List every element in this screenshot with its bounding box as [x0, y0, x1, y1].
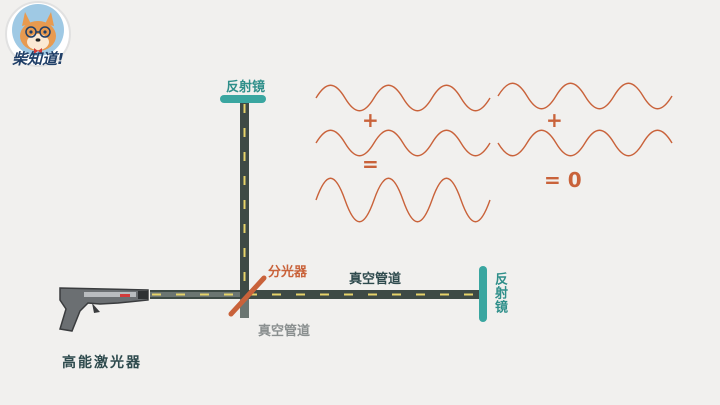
mirror-right	[479, 266, 487, 322]
wave-left-1	[315, 84, 491, 112]
mirror-top	[220, 95, 266, 103]
wave-left-sum	[315, 177, 491, 223]
label-mirror-top: 反射镜	[226, 80, 266, 95]
result-zero-right: = 0	[544, 168, 582, 192]
vacuum-pipe-horizontal	[150, 290, 480, 299]
plus-sign-left: +	[362, 108, 379, 132]
plus-sign-right: +	[546, 108, 563, 132]
wave-left-2	[315, 129, 491, 157]
logo-text: 柴知道!	[12, 50, 64, 68]
laser-gun-icon	[59, 287, 149, 332]
vacuum-pipe-vertical	[240, 102, 249, 318]
wave-right-1	[497, 82, 673, 110]
shiba-dog-icon	[20, 12, 56, 54]
label-mirror-right: 反射镜	[492, 272, 507, 314]
wave-right-2	[497, 129, 673, 157]
equals-sign-left: =	[362, 152, 379, 176]
label-laser: 高能激光器	[62, 355, 142, 371]
wave-group-right	[497, 82, 673, 157]
label-beam-splitter: 分光器	[268, 265, 308, 280]
wave-group-left	[315, 84, 491, 223]
beam-splitter	[228, 275, 267, 317]
label-vacuum-pipe-horizontal: 真空管道	[349, 272, 402, 287]
label-vacuum-pipe-bottom: 真空管道	[258, 324, 311, 339]
logo-badge	[5, 1, 71, 67]
